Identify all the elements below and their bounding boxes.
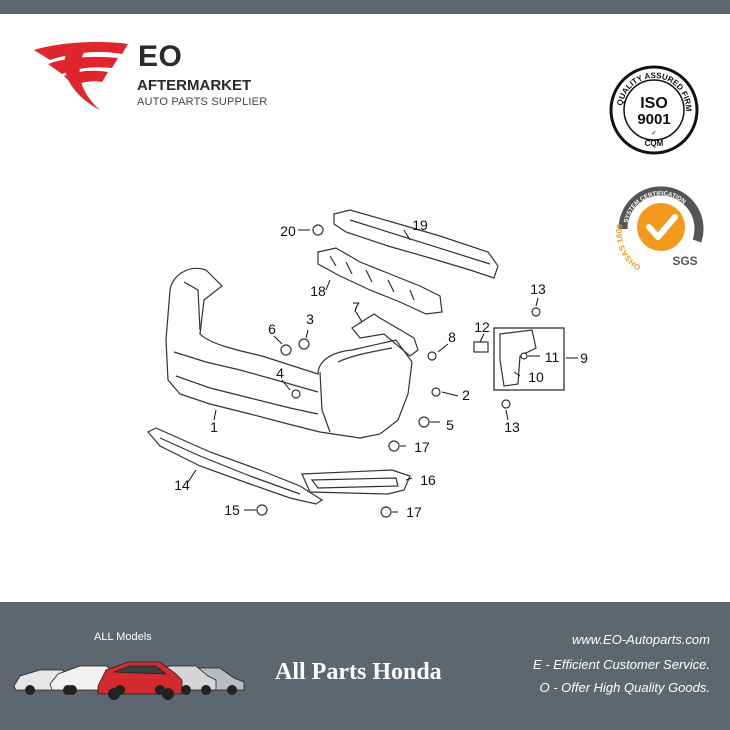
fastener-13a xyxy=(531,307,541,317)
fastener-8 xyxy=(427,351,437,361)
fastener-11 xyxy=(520,352,528,360)
ohsas-sgs-badge-icon: SYSTEM CERTIFICATION OHSAS 18001 SGS xyxy=(613,183,704,272)
callout-16: 16 xyxy=(420,472,436,488)
callout-7: 7 xyxy=(352,299,360,315)
fastener-20 xyxy=(312,224,324,236)
callout-4: 4 xyxy=(276,365,284,381)
callout-12: 12 xyxy=(474,319,490,335)
fastener-5 xyxy=(418,416,430,428)
fastener-15 xyxy=(256,504,268,516)
callout-15: 15 xyxy=(224,502,240,518)
fastener-3 xyxy=(298,338,310,350)
fastener-4 xyxy=(291,389,301,399)
fastener-17a xyxy=(388,440,400,452)
brand-headline: All Parts Honda xyxy=(275,659,442,685)
callout-17-bottom: 17 xyxy=(406,504,422,520)
callout-3: 3 xyxy=(306,311,314,327)
callout-10: 10 xyxy=(528,369,544,385)
fastener-13b xyxy=(501,399,511,409)
diagram-panel xyxy=(0,14,730,602)
part-1-bumper-cover xyxy=(165,267,413,439)
callout-2: 2 xyxy=(462,387,470,403)
callout-5: 5 xyxy=(446,417,454,433)
iso-label: ISO xyxy=(640,95,668,112)
fastener-2 xyxy=(431,387,441,397)
callout-6: 6 xyxy=(268,321,276,337)
part-7-bracket xyxy=(351,313,419,357)
sgs-mark: SGS xyxy=(672,254,697,268)
callout-13-top: 13 xyxy=(530,281,546,297)
all-models-label: ALL Models xyxy=(94,631,152,643)
callout-11: 11 xyxy=(545,349,560,365)
part-14-lower-garnish xyxy=(147,427,324,505)
car-lineup-icon xyxy=(13,661,245,700)
iso-sub: CQM xyxy=(645,139,664,148)
brand-subtitle: AFTERMARKET xyxy=(137,77,252,94)
callout-19: 19 xyxy=(412,217,428,233)
eo-logo-icon xyxy=(34,42,128,110)
callout-9: 9 xyxy=(580,350,588,366)
top-bar xyxy=(0,0,730,14)
brand-title: EO xyxy=(138,40,183,73)
bumper-parts-diagram: 1 2 3 4 5 6 7 8 9 10 11 12 13 13 14 15 1… xyxy=(147,209,588,520)
callout-18: 18 xyxy=(310,283,326,299)
part-18-absorber xyxy=(317,247,443,315)
part-19-reinforcement xyxy=(333,209,499,279)
callout-1: 1 xyxy=(210,419,218,435)
part-16-garnish xyxy=(301,469,411,495)
slogan-line-1: E - Efficient Customer Service. xyxy=(533,657,710,672)
iso-number: 9001 xyxy=(637,111,670,128)
iso-9001-badge-icon: QUALITY ASSURED FIRM ISO 9001 ✓ CQM xyxy=(609,65,699,155)
callout-14: 14 xyxy=(174,477,190,493)
callout-8: 8 xyxy=(448,329,456,345)
callout-20: 20 xyxy=(280,223,296,239)
callout-13-bottom: 13 xyxy=(504,419,520,435)
website-link[interactable]: www.EO-Autoparts.com xyxy=(572,632,710,647)
svg-text:✓: ✓ xyxy=(651,130,657,137)
slogan-line-2: O - Offer High Quality Goods. xyxy=(539,680,710,695)
part-12-clip xyxy=(473,341,489,353)
fastener-17b xyxy=(380,506,392,518)
fastener-6 xyxy=(280,344,292,356)
brand-tagline: AUTO PARTS SUPPLIER xyxy=(137,96,268,108)
callout-17-top: 17 xyxy=(414,439,430,455)
part-9-bracket xyxy=(499,329,537,387)
